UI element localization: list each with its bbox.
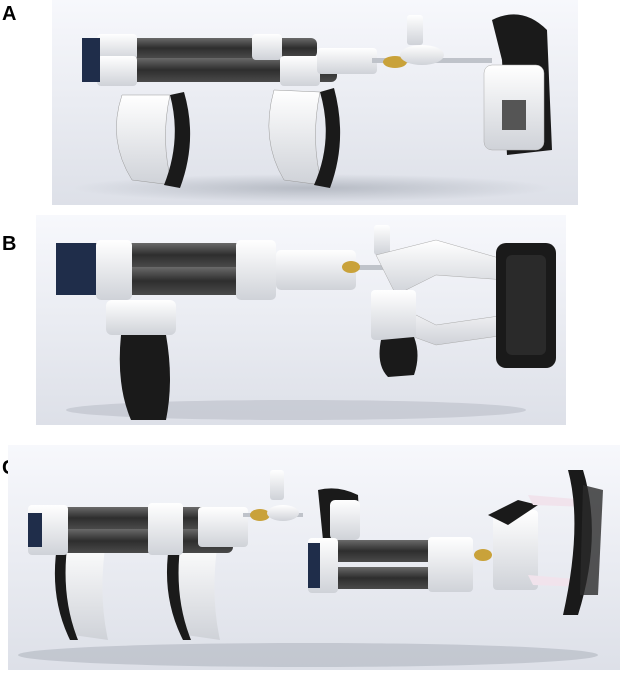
panel-c-image	[8, 445, 620, 670]
panel-a-image	[52, 0, 578, 205]
panel-label-a: A	[2, 3, 17, 25]
panel-label-b: B	[2, 233, 17, 255]
panel-b-image	[36, 215, 566, 425]
